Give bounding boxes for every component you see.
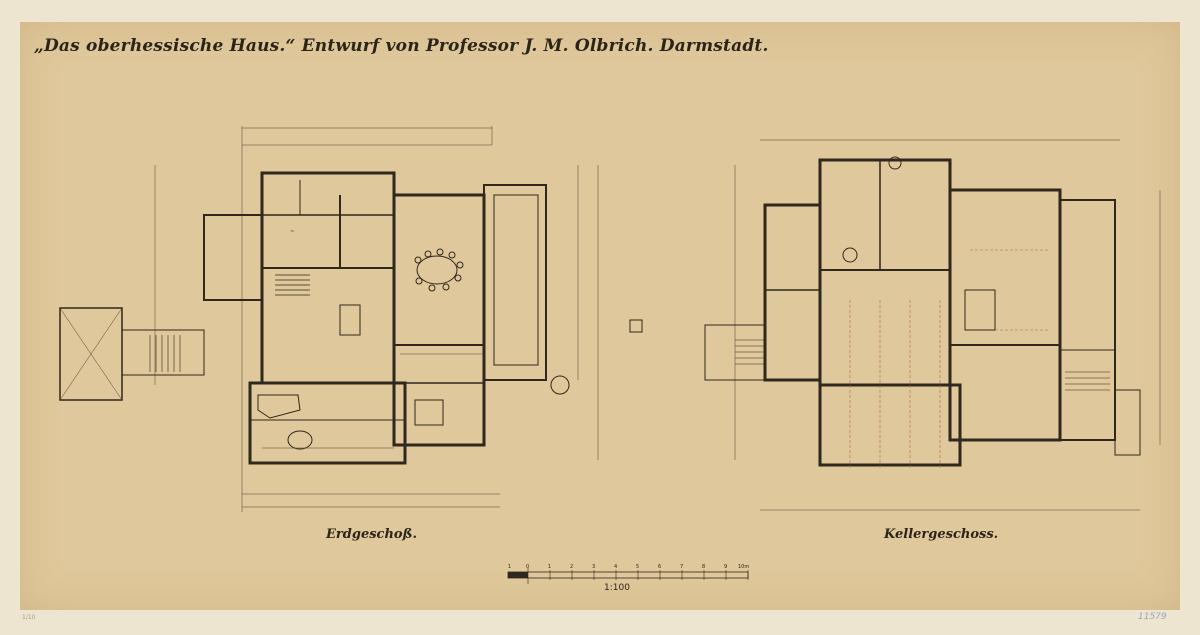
- scale-tick-2: 1: [548, 564, 551, 570]
- ground-floor-plan: ~: [59, 126, 599, 512]
- basement-plan: [629, 139, 1161, 511]
- scale-label: 1:100: [604, 583, 630, 593]
- scale-tick-1: 0: [526, 564, 529, 570]
- svg-text:~: ~: [290, 229, 295, 235]
- scale-tick-4: 3: [592, 564, 595, 570]
- scale-tick-8: 7: [680, 564, 683, 570]
- scale-tick-5: 4: [614, 564, 617, 570]
- scale-tick-6: 5: [636, 564, 639, 570]
- scale-tick-9: 8: [702, 564, 705, 570]
- paper: [20, 22, 1180, 610]
- margin-note: 1/10: [22, 614, 36, 621]
- catalog-number: 11579: [1138, 612, 1167, 622]
- scale-bar: 1 0 1 2 3 4 5 6 7 8 9 10m: [507, 564, 749, 584]
- drawing-title: „Das oberhessische Haus.“ Entwurf von Pr…: [34, 36, 769, 56]
- scale-tick-11: 10m: [738, 564, 749, 570]
- scale-tick-7: 6: [658, 564, 661, 570]
- scale-tick-3: 2: [570, 564, 573, 570]
- basement-caption: Kellergeschoss.: [884, 527, 999, 542]
- scale-tick-10: 9: [724, 564, 727, 570]
- ground-floor-caption: Erdgeschoß.: [326, 527, 417, 542]
- scale-tick-0: 1: [508, 564, 511, 570]
